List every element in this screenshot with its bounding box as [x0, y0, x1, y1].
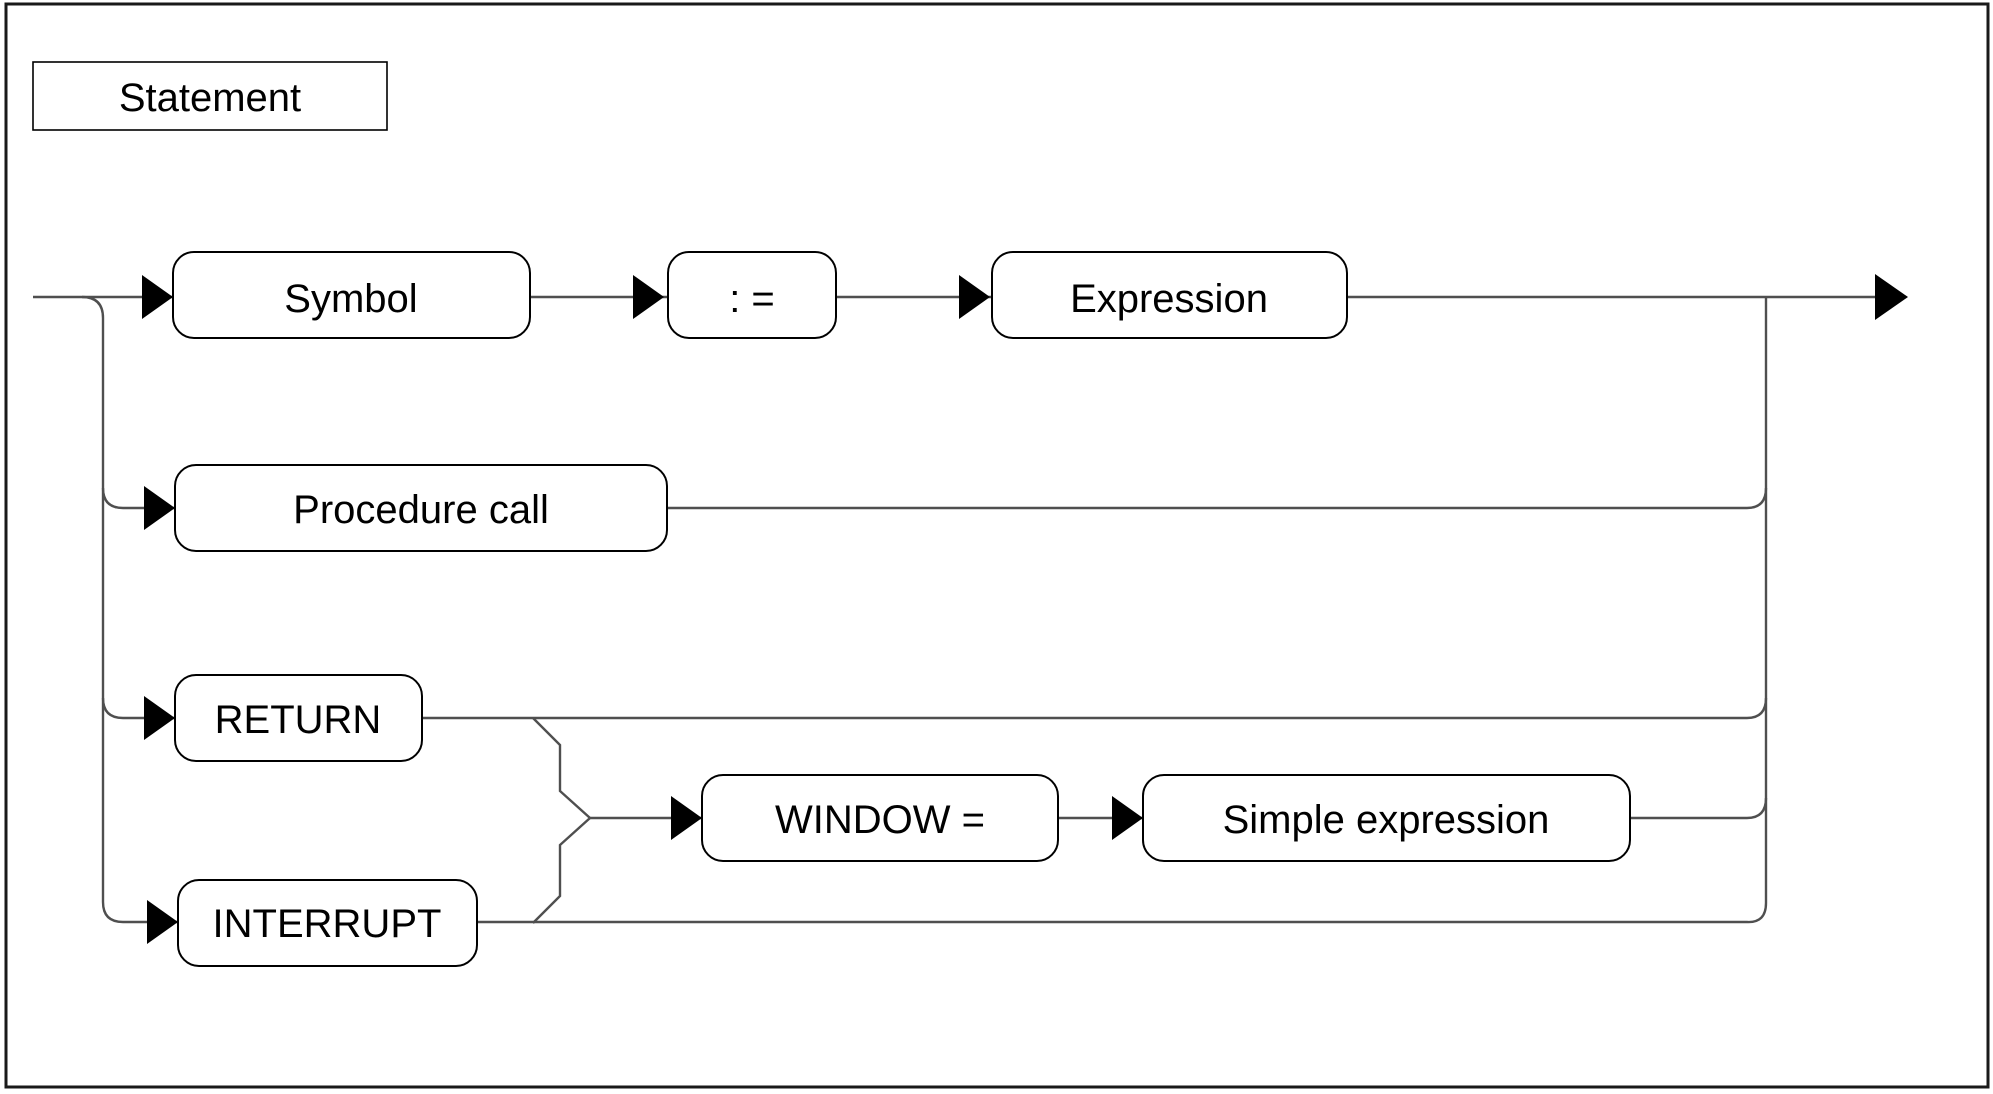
- title-label: Statement: [119, 76, 301, 120]
- left-branch-arc-row3: [101, 697, 124, 720]
- node-procedure-call-label: Procedure call: [293, 488, 549, 532]
- node-interrupt: INTERRUPT: [177, 879, 478, 967]
- node-return-label: RETURN: [215, 698, 382, 742]
- arrowhead-icon: [147, 900, 178, 944]
- node-expression-box: [991, 251, 1348, 339]
- node-interrupt-label: INTERRUPT: [213, 902, 442, 946]
- node-interrupt-box: [177, 879, 478, 967]
- connector-lines: [33, 295, 1875, 924]
- arrowhead-icon: [142, 275, 173, 319]
- arrowhead-icon: [1875, 274, 1908, 320]
- node-symbol: Symbol: [172, 251, 531, 339]
- row4-line: [123, 902, 1768, 924]
- title-box: [32, 61, 388, 131]
- node-expression: Expression: [991, 251, 1348, 339]
- left-branch-vertical: [81, 295, 124, 924]
- node-return: RETURN: [174, 674, 423, 762]
- node-simple-expression-label: Simple expression: [1223, 798, 1550, 842]
- funnel-brace: [532, 717, 592, 924]
- arrowhead-icon: [144, 486, 175, 530]
- node-window-assign-label: WINDOW =: [775, 798, 985, 842]
- arrowhead-icon: [1112, 796, 1143, 840]
- left-branch-arc-row2: [101, 487, 124, 510]
- title: Statement: [32, 61, 388, 131]
- arrowhead-icon: [633, 275, 664, 319]
- outer-border: [4, 2, 1990, 1089]
- node-symbol-box: [172, 251, 531, 339]
- arrowhead-icon: [144, 696, 175, 740]
- node-assign: : =: [667, 251, 837, 339]
- arrowhead-icon: [959, 275, 990, 319]
- node-symbol-label: Symbol: [284, 277, 417, 321]
- node-window-assign: WINDOW =: [701, 774, 1059, 862]
- node-procedure-call: Procedure call: [174, 464, 668, 552]
- arrowhead-icon: [671, 796, 702, 840]
- node-assign-label: : =: [729, 277, 775, 321]
- nodes: Symbol : = Expression Procedure call RET…: [172, 251, 1631, 967]
- node-simple-expression: Simple expression: [1142, 774, 1631, 862]
- arrowheads: [142, 274, 1908, 944]
- node-assign-box: [667, 251, 837, 339]
- node-expression-label: Expression: [1070, 277, 1268, 321]
